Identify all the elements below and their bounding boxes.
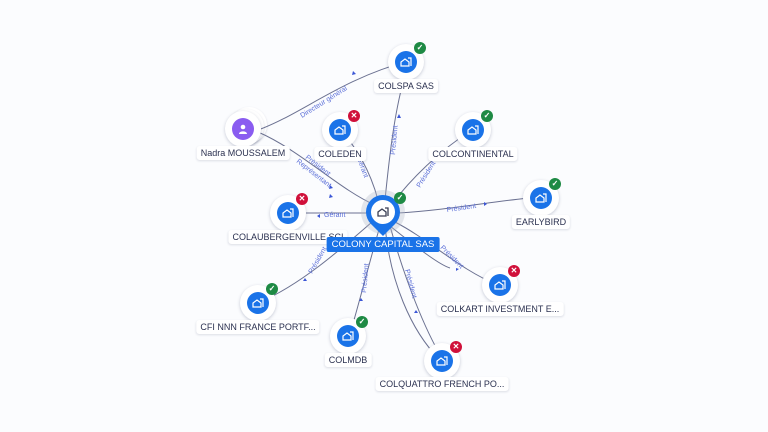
building-icon xyxy=(371,200,395,224)
active-badge-icon: ✓ xyxy=(394,192,406,204)
node-label[interactable]: EARLYBIRD xyxy=(511,215,571,229)
edge-label-president-colcontinental: Président xyxy=(416,160,438,189)
node-colmdb[interactable]: ✓ xyxy=(330,316,368,354)
edge-arrow xyxy=(484,202,487,206)
node-colspa-sas[interactable]: ✓ xyxy=(388,42,426,80)
node-earlybird[interactable]: ✓ xyxy=(523,178,561,216)
inactive-badge-icon: ✕ xyxy=(296,193,308,205)
building-icon xyxy=(489,274,511,296)
active-badge-icon: ✓ xyxy=(356,316,368,328)
node-nadra-moussalem[interactable] xyxy=(225,107,267,147)
node-label[interactable]: COLEDEN xyxy=(314,147,366,161)
active-badge-icon: ✓ xyxy=(481,110,493,122)
node-label[interactable]: COLMDB xyxy=(324,353,372,367)
node-colkart-investment[interactable]: ✕ xyxy=(482,265,520,303)
node-label[interactable]: COLSPA SAS xyxy=(374,79,438,93)
edge-arrow xyxy=(329,194,333,198)
node-colony-capital-sas[interactable]: ✓ xyxy=(358,187,408,237)
inactive-badge-icon: ✕ xyxy=(450,341,462,353)
edge-arrow xyxy=(352,71,356,75)
edge-label-president-colspa: Président xyxy=(390,125,400,155)
building-icon xyxy=(329,119,351,141)
inactive-badge-icon: ✕ xyxy=(348,110,360,122)
node-label[interactable]: COLQUATTRO FRENCH PO... xyxy=(375,377,509,391)
node-cfi-nnn-france[interactable]: ✓ xyxy=(240,283,278,321)
edge-label-gerant-colaubergenville: Gérant xyxy=(324,212,345,219)
edge-label-president-colmdb: Président xyxy=(361,263,371,293)
edge-arrow xyxy=(359,298,363,301)
building-icon xyxy=(462,119,484,141)
node-colaubergenville-sci[interactable]: ✕ xyxy=(270,193,308,231)
center-node-label[interactable]: COLONY CAPITAL SAS xyxy=(326,237,440,252)
edge-arrow xyxy=(303,278,307,281)
node-label[interactable]: COLKART INVESTMENT E... xyxy=(436,302,564,316)
node-label[interactable]: COLAUBERGENVILLE SCI xyxy=(228,230,348,244)
edge-nadra-colspa xyxy=(257,61,406,131)
inactive-badge-icon: ✕ xyxy=(508,265,520,277)
edge-label-president-earlybird: Président xyxy=(446,203,476,214)
node-label[interactable]: CFI NNN FRANCE PORTF... xyxy=(196,320,320,334)
edge-label-president-colquattro: Président xyxy=(403,269,417,299)
edge-arrow xyxy=(329,185,333,189)
node-colquattro-french[interactable]: ✕ xyxy=(424,341,462,379)
edge-arrow xyxy=(397,114,401,118)
node-colcontinental[interactable]: ✓ xyxy=(455,110,493,148)
building-icon xyxy=(337,325,359,347)
active-badge-icon: ✓ xyxy=(414,42,426,54)
building-icon xyxy=(395,51,417,73)
edge-arrow xyxy=(414,310,418,313)
edge-nadra-center xyxy=(257,131,376,206)
edge-label-president-colkart: Président xyxy=(439,244,465,270)
building-icon xyxy=(247,292,269,314)
node-label[interactable]: COLCONTINENTAL xyxy=(428,147,518,161)
edge-arrow xyxy=(456,268,459,271)
edge-arrow xyxy=(317,214,320,218)
active-badge-icon: ✓ xyxy=(549,178,561,190)
edge-label-president-cfi: Président xyxy=(308,246,329,275)
building-icon xyxy=(277,202,299,224)
node-label[interactable]: Nadra MOUSSALEM xyxy=(196,146,290,160)
edge-extra-1 xyxy=(389,225,451,269)
person-icon xyxy=(232,118,254,140)
building-icon xyxy=(431,350,453,372)
node-coleden[interactable]: ✕ xyxy=(322,110,360,148)
building-icon xyxy=(530,187,552,209)
active-badge-icon: ✓ xyxy=(266,283,278,295)
